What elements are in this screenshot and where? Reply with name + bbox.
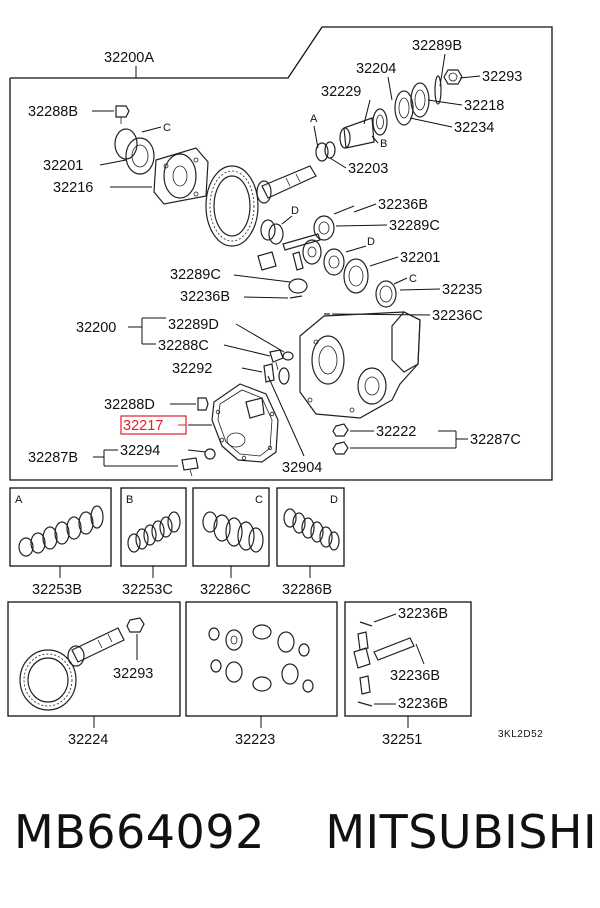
kit-B-letter: B	[126, 494, 133, 506]
diagram-code: 3KL2D52	[498, 729, 543, 740]
footer-part-number: MB664092	[14, 805, 265, 859]
label-32217-highlighted[interactable]: 32217	[123, 418, 163, 434]
kit-D-label: 32286B	[282, 582, 332, 598]
label-32229: 32229	[321, 84, 361, 100]
label-32236B-lower: 32236B	[180, 289, 230, 305]
label-32236B-upper: 32236B	[378, 197, 428, 213]
label-32218: 32218	[464, 98, 504, 114]
label-32292: 32292	[172, 361, 212, 377]
kit-C-letter: C	[255, 494, 263, 506]
label-32200: 32200	[76, 320, 116, 336]
set-32251-label-bot: 32236B	[398, 696, 448, 712]
assembly-label: 32200A	[104, 50, 154, 66]
pinion-bearing-group: 32289B 32293 32204 32218 32229 32234 A B…	[310, 38, 522, 177]
diff-gears-group: D 32236B 32289C D 32201 C 32235 32289C 3…	[170, 197, 482, 308]
label-32216: 32216	[53, 180, 93, 196]
kit-A-letter: A	[15, 494, 23, 506]
footer-brand: MITSUBISHI	[325, 805, 598, 859]
diff-case-group: 32288B C 32201 32216	[28, 104, 317, 247]
label-32204: 32204	[356, 61, 396, 77]
set-32223[interactable]: 32223	[185, 601, 338, 748]
label-32288D: 32288D	[104, 397, 155, 413]
kit-D[interactable]: D 32286B	[276, 487, 345, 598]
label-32289C-upper: 32289C	[389, 218, 440, 234]
set-32251[interactable]: 32236B 32236B 32236B 32251	[344, 601, 472, 748]
label-32287C: 32287C	[470, 432, 521, 448]
letter-A: A	[310, 113, 318, 125]
kit-D-letter: D	[330, 494, 338, 506]
rear-cover-group: 32288D	[104, 383, 279, 463]
letter-C-lower: C	[409, 273, 417, 285]
set-32224-label: 32224	[68, 732, 108, 748]
kit-C[interactable]: C 32286C	[192, 487, 270, 598]
set-32251-label: 32251	[382, 732, 422, 748]
label-32289D: 32289D	[168, 317, 219, 333]
label-32222: 32222	[376, 424, 416, 440]
set-32251-label-mid: 32236B	[390, 668, 440, 684]
letter-B: B	[380, 138, 387, 150]
label-32234: 32234	[454, 120, 494, 136]
letter-D-upper: D	[291, 205, 299, 217]
kit-A[interactable]: A 32253B	[9, 487, 112, 598]
kit-B[interactable]: B 32253C	[120, 487, 187, 598]
label-32287B: 32287B	[28, 450, 78, 466]
label-32235: 32235	[442, 282, 482, 298]
set-32223-label: 32223	[235, 732, 275, 748]
set-32224[interactable]: 32293 32224	[7, 601, 181, 748]
set-32251-label-top: 32236B	[398, 606, 448, 622]
kit-A-label: 32253B	[32, 582, 82, 598]
carrier-housing-group: 32236C	[299, 308, 483, 419]
label-32288C: 32288C	[158, 338, 209, 354]
main-assembly-frame	[9, 26, 553, 481]
label-32289C-lower: 32289C	[170, 267, 221, 283]
label-32293: 32293	[482, 69, 522, 85]
label-32203: 32203	[348, 161, 388, 177]
letter-D-lower: D	[367, 236, 375, 248]
label-32288B: 32288B	[28, 104, 78, 120]
label-32236C: 32236C	[432, 308, 483, 324]
set-32224-inner-label: 32293	[113, 666, 153, 682]
label-32201-lower: 32201	[400, 250, 440, 266]
label-32294: 32294	[120, 443, 160, 459]
label-32201-upper: 32201	[43, 158, 83, 174]
letter-C-top: C	[163, 122, 171, 134]
kit-C-label: 32286C	[200, 582, 251, 598]
label-32904: 32904	[282, 460, 322, 476]
label-32289B: 32289B	[412, 38, 462, 54]
kit-B-label: 32253C	[122, 582, 173, 598]
footer-caption: MB664092 MITSUBISHI	[14, 805, 597, 859]
